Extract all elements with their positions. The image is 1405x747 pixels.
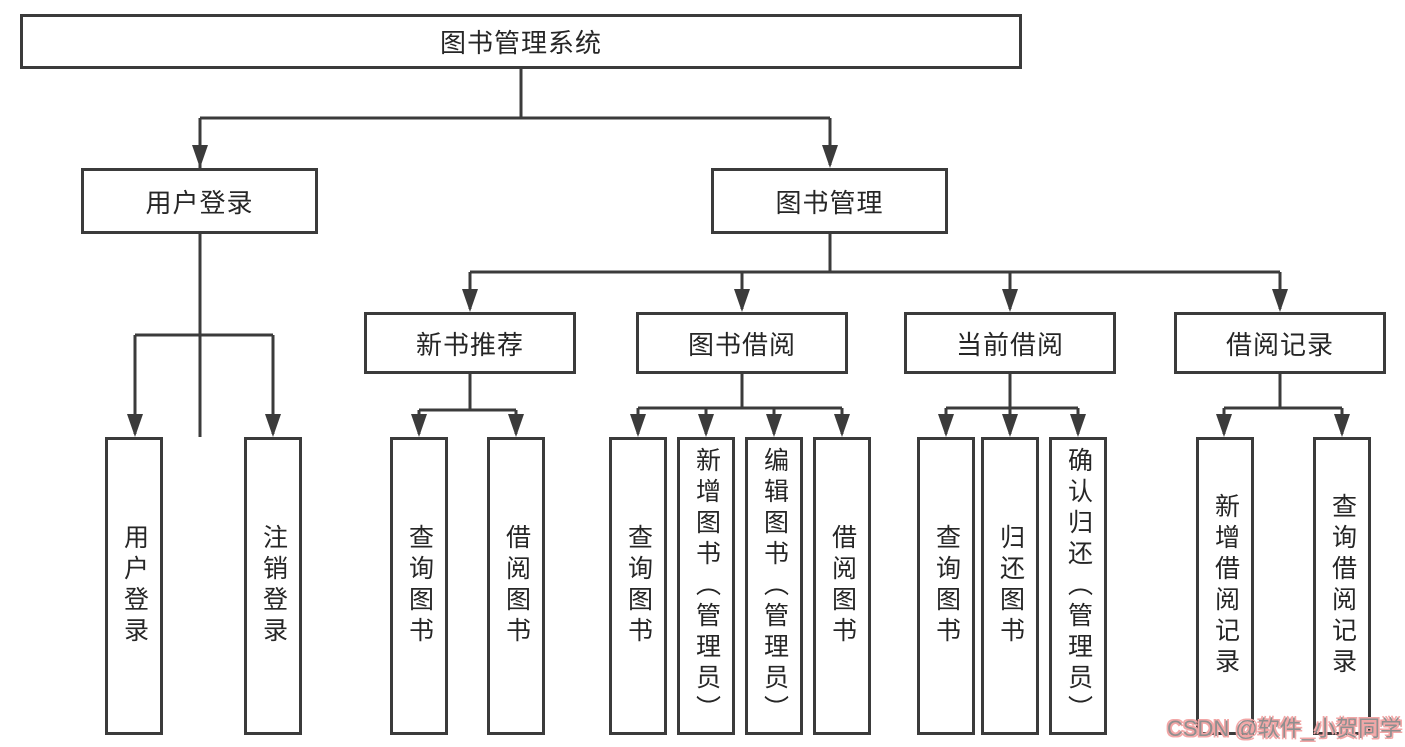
node-borrowing-records: 借阅记录: [1174, 312, 1386, 374]
arrowhead-icon: [766, 414, 782, 437]
connector-line: [417, 374, 518, 434]
connector-line: [133, 234, 275, 434]
node-label: 编辑图书（管理员）: [760, 446, 789, 726]
connector-book-mgmt-children: [462, 234, 1288, 312]
node-query-borrow-record: 查询借阅记录: [1313, 437, 1371, 735]
connector-book-borrow-children: [630, 374, 850, 437]
node-borrow-books-recommend: 借阅图书: [487, 437, 545, 735]
node-library-management-system: 图书管理系统: [20, 14, 1022, 69]
node-label: 图书借阅: [687, 329, 796, 360]
node-new-book-recommend: 新书推荐: [364, 312, 576, 374]
node-label: 查询图书: [932, 524, 961, 648]
node-add-borrow-record: 新增借阅记录: [1196, 437, 1254, 735]
node-label: 查询图书: [624, 524, 653, 648]
node-current-borrowing: 当前借阅: [904, 312, 1116, 374]
arrowhead-icon: [462, 289, 478, 312]
node-label: 图书管理: [775, 187, 884, 218]
node-label: 借阅图书: [502, 524, 531, 648]
arrowhead-icon: [1216, 414, 1232, 437]
node-label: 查询借阅记录: [1328, 493, 1357, 679]
arrowhead-icon: [508, 414, 524, 437]
node-label: 借阅图书: [828, 524, 857, 648]
arrowhead-icon: [734, 289, 750, 312]
node-label: 注销登录: [259, 524, 288, 648]
node-user-login: 用户登录: [81, 168, 318, 234]
connector-line: [468, 234, 1282, 309]
node-query-books-current: 查询图书: [917, 437, 975, 735]
node-query-books-recommend: 查询图书: [390, 437, 448, 735]
arrowhead-icon: [1334, 414, 1350, 437]
arrowhead-icon: [630, 414, 646, 437]
node-label: 新增图书（管理员）: [692, 446, 721, 726]
node-label: 查询图书: [405, 524, 434, 648]
node-label: 新增借阅记录: [1211, 493, 1240, 679]
connector-line: [198, 68, 832, 437]
arrowhead-icon: [1272, 289, 1288, 312]
arrowhead-icon: [127, 414, 143, 437]
node-confirm-return-admin: 确认归还（管理员）: [1049, 437, 1107, 735]
connector-user-login-children: [127, 234, 281, 437]
connector-current-borrow-children: [938, 374, 1086, 437]
connector-root-stems: [192, 118, 838, 168]
arrowhead-icon: [822, 145, 838, 168]
node-label: 归还图书: [996, 524, 1025, 648]
node-borrow-books-leaf: 借阅图书: [813, 437, 871, 735]
csdn-watermark: CSDN @软件_小贺同学: [1166, 716, 1402, 741]
node-label: 图书管理系统: [439, 28, 602, 58]
node-query-books-borrowing: 查询图书: [609, 437, 667, 735]
connector-new-book-rec-children: [411, 374, 524, 437]
node-label: 用户登录: [145, 187, 254, 218]
node-add-books-admin: 新增图书（管理员）: [677, 437, 735, 735]
arrowhead-icon: [265, 414, 281, 437]
node-label: 确认归还（管理员）: [1064, 446, 1093, 726]
connector-line: [1222, 374, 1344, 434]
arrowhead-icon: [938, 414, 954, 437]
arrowhead-icon: [1002, 289, 1018, 312]
connector-root-to-level2: [198, 68, 832, 437]
connector-borrow-record-children: [1216, 374, 1350, 437]
arrowhead-icon: [1070, 414, 1086, 437]
arrowhead-icon: [411, 414, 427, 437]
arrowhead-icon: [192, 145, 208, 168]
node-label: 当前借阅: [955, 329, 1064, 360]
node-label: 新书推荐: [415, 329, 524, 360]
node-user-login-leaf: 用户登录: [105, 437, 163, 735]
arrowhead-icon: [698, 414, 714, 437]
node-label: 用户登录: [120, 524, 149, 648]
arrowhead-icon: [834, 414, 850, 437]
node-book-borrowing: 图书借阅: [636, 312, 848, 374]
arrowhead-icon: [1002, 414, 1018, 437]
node-label: 借阅记录: [1225, 329, 1334, 360]
node-edit-books-admin: 编辑图书（管理员）: [745, 437, 803, 735]
node-logout: 注销登录: [244, 437, 302, 735]
connector-line: [636, 374, 844, 434]
node-return-books: 归还图书: [981, 437, 1039, 735]
node-book-management: 图书管理: [711, 168, 948, 234]
